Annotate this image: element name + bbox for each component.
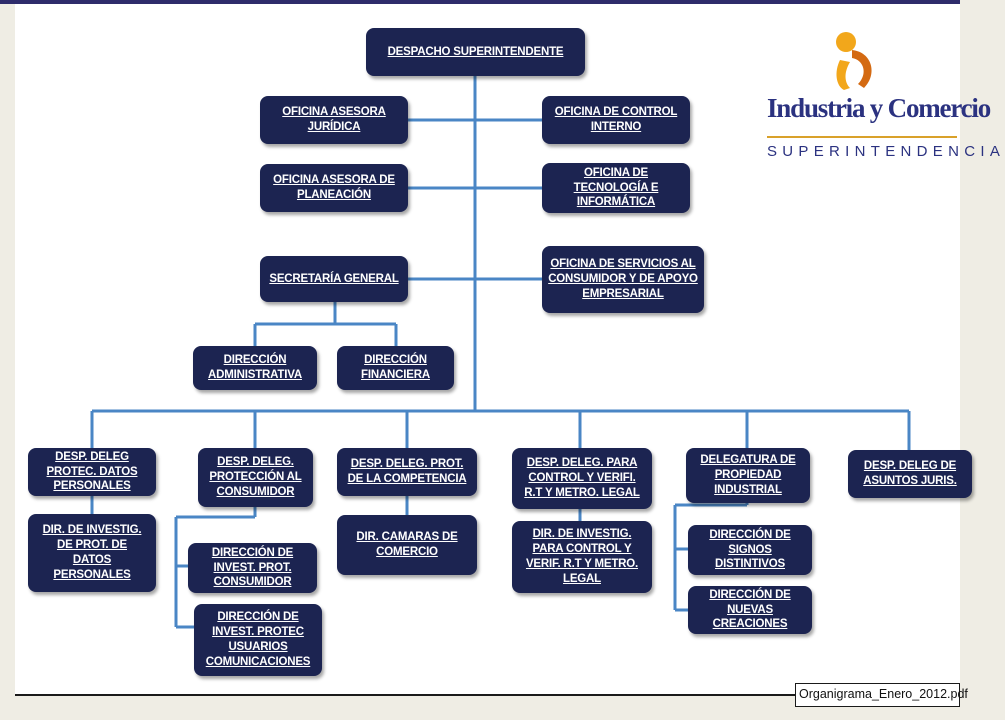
node-direccion-financiera: DIRECCIÓN FINANCIERA [337,346,454,390]
node-oficina-asesora-juridica: OFICINA ASESORA JURÍDICA [260,96,408,144]
node-label: DESP. DELEG DE ASUNTOS JURIS. [863,460,957,487]
node-dir-camaras-comercio: DIR. CAMARAS DE COMERCIO [337,515,477,575]
node-label: DIRECCIÓN FINANCIERA [361,354,430,381]
node-label: OFICINA ASESORA JURÍDICA [282,106,386,133]
node-label: DESP. DELEG. PROTECCIÓN AL CONSUMIDOR [209,456,302,498]
node-dir-invest-usuarios: DIRECCIÓN DE INVEST. PROTEC USUARIOS COM… [194,604,322,676]
node-label: SECRETARÍA GENERAL [269,272,399,285]
node-label: OFICINA DE CONTROL INTERNO [554,106,678,133]
sheet-bottom-rule [15,694,795,696]
node-label: OFICINA DE SERVICIOS AL CONSUMIDOR Y DE … [548,258,698,300]
node-deleg-control-metrologia: DESP. DELEG. PARA CONTROL Y VERIFI. R.T … [512,448,652,509]
node-dir-datos-personales: DIR. DE INVESTIG. DE PROT. DE DATOS PERS… [28,514,156,592]
node-deleg-competencia: DESP. DELEG. PROT. DE LA COMPETENCIA [337,448,477,496]
node-label: DIRECCIÓN DE INVEST. PROT. CONSUMIDOR [211,546,294,589]
node-dir-invest-consumidor: DIRECCIÓN DE INVEST. PROT. CONSUMIDOR [188,543,317,593]
sic-logo-mark [836,32,872,90]
node-oficina-asesora-planeacion: OFICINA ASESORA DE PLANEACIÓN [260,164,408,212]
node-label: DESPACHO SUPERINTENDENTE [387,45,564,58]
node-dir-nuevas-creaciones: DIRECCIÓN DE NUEVAS CREACIONES [688,586,812,634]
node-deleg-datos-personales: DESP. DELEG PROTEC. DATOS PERSONALES [28,448,156,496]
node-label: DIR. DE INVESTIG. DE PROT. DE DATOS PERS… [42,524,142,581]
node-delegatura-propiedad-industrial: DELEGATURA DE PROPIEDAD INDUSTRIAL [686,448,810,503]
node-deleg-proteccion-consumidor: DESP. DELEG. PROTECCIÓN AL CONSUMIDOR [198,448,313,507]
node-label: DIR. DE INVESTIG. PARA CONTROL Y VERIF. … [525,528,639,585]
node-secretaria-general: SECRETARÍA GENERAL [260,256,408,302]
node-direccion-administrativa: DIRECCIÓN ADMINISTRATIVA [193,346,317,390]
node-dir-signos-distintivos: DIRECCIÓN DE SIGNOS DISTINTIVOS [688,525,812,575]
node-label: DELEGATURA DE PROPIEDAD INDUSTRIAL [700,454,796,496]
node-deleg-asuntos-juridicos: DESP. DELEG DE ASUNTOS JURIS. [848,450,972,498]
node-despacho-superintendente: DESPACHO SUPERINTENDENTE [366,28,585,76]
logo-divider [767,136,957,138]
logo-subtitle: SUPERINTENDENCIA [767,143,1005,160]
node-label: DIRECCIÓN DE NUEVAS CREACIONES [709,588,791,631]
connector-lines [90,76,911,629]
node-label: DESP. DELEG. PARA CONTROL Y VERIFI. R.T … [524,457,640,499]
top-border [0,0,960,4]
document-filename: Organigrama_Enero_2012.pdf [795,683,968,707]
node-label: OFICINA DE TECNOLOGÍA E INFORMÁTICA [573,166,659,209]
node-label: DESP. DELEG. PROT. DE LA COMPETENCIA [347,458,467,485]
node-oficina-tecnologia: OFICINA DE TECNOLOGÍA E INFORMÁTICA [542,163,690,213]
node-label: DIRECCIÓN DE INVEST. PROTEC USUARIOS COM… [205,611,311,668]
node-oficina-control-interno: OFICINA DE CONTROL INTERNO [542,96,690,144]
node-label: OFICINA ASESORA DE PLANEACIÓN [273,174,395,201]
logo-name: Industria y Comercio [767,93,991,123]
node-label: DIR. CAMARAS DE COMERCIO [356,531,458,558]
node-label: DIRECCIÓN ADMINISTRATIVA [208,354,302,381]
node-oficina-servicios-consumidor: OFICINA DE SERVICIOS AL CONSUMIDOR Y DE … [542,246,704,313]
node-label: DIRECCIÓN DE SIGNOS DISTINTIVOS [709,528,791,571]
node-dir-control-metrologia: DIR. DE INVESTIG. PARA CONTROL Y VERIF. … [512,521,652,593]
node-label: DESP. DELEG PROTEC. DATOS PERSONALES [46,450,138,493]
